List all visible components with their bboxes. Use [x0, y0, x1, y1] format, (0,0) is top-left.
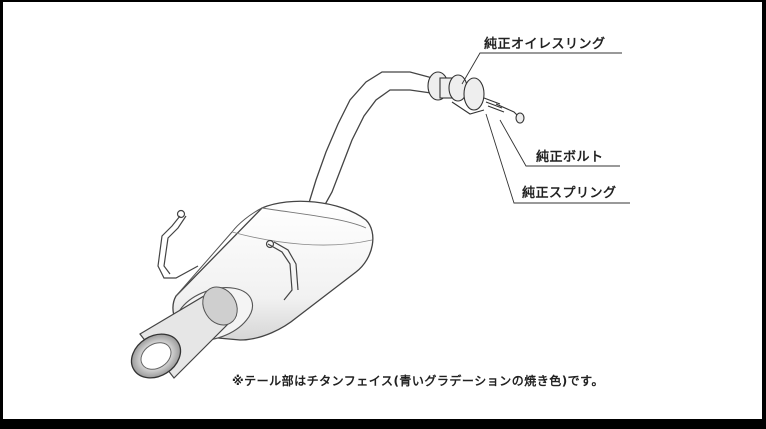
footnote: ※テール部はチタンフェイス(青いグラデーションの焼き色)です。 — [232, 374, 604, 388]
label-bolt: 純正ボルト — [536, 150, 604, 165]
label-oil-ring: 純正オイレスリング — [484, 37, 606, 52]
exhaust-pipe — [307, 71, 441, 211]
leader-lines — [461, 52, 630, 204]
label-spring: 純正スプリング — [522, 186, 617, 201]
hanger-brackets — [157, 209, 299, 301]
tail-pipe — [130, 286, 238, 379]
joint-assembly — [427, 71, 525, 124]
